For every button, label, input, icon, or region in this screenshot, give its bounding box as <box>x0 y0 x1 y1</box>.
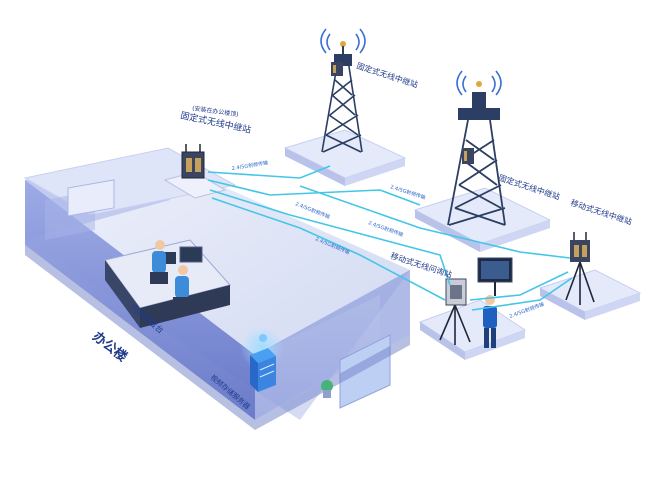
person-icon <box>150 240 168 284</box>
tower2-relay-label: 固定式无线中继站 <box>497 172 561 201</box>
server-icon <box>250 348 276 392</box>
tripod-icon <box>565 261 595 305</box>
monitor-icon <box>477 257 513 296</box>
relay-device-icon <box>331 62 343 76</box>
person-icon <box>173 265 191 309</box>
mobile-relay-label: 移动式无线中继站 <box>569 197 633 226</box>
radio-links <box>207 165 573 311</box>
link-label-1: 2.4/5G射频传输 <box>231 159 268 172</box>
relay-device-icon <box>462 148 474 164</box>
plant-icon <box>321 380 333 398</box>
video-server <box>240 326 284 392</box>
mobile-relay <box>538 232 642 320</box>
tripod-icon <box>439 304 471 345</box>
relay-device-icon <box>181 144 205 179</box>
dispatch-desk <box>104 239 231 328</box>
monitor-icon <box>179 246 203 263</box>
tower-2 <box>413 70 552 252</box>
relay-device-icon <box>445 278 467 306</box>
mobile-query-station <box>418 257 527 360</box>
relay-device-icon <box>570 232 590 262</box>
tower1-relay-label: 固定式无线中继站 <box>355 60 419 89</box>
roof-relay <box>163 144 227 199</box>
link-label-2: 2.4/5G射频传输 <box>389 183 426 201</box>
building-label: 办公楼 <box>90 329 131 366</box>
wifi-signal-icon <box>456 70 502 96</box>
link-label-4: 2.4/5G射频传输 <box>367 219 404 238</box>
wifi-signal-icon <box>320 28 366 54</box>
tower-1 <box>283 28 407 186</box>
